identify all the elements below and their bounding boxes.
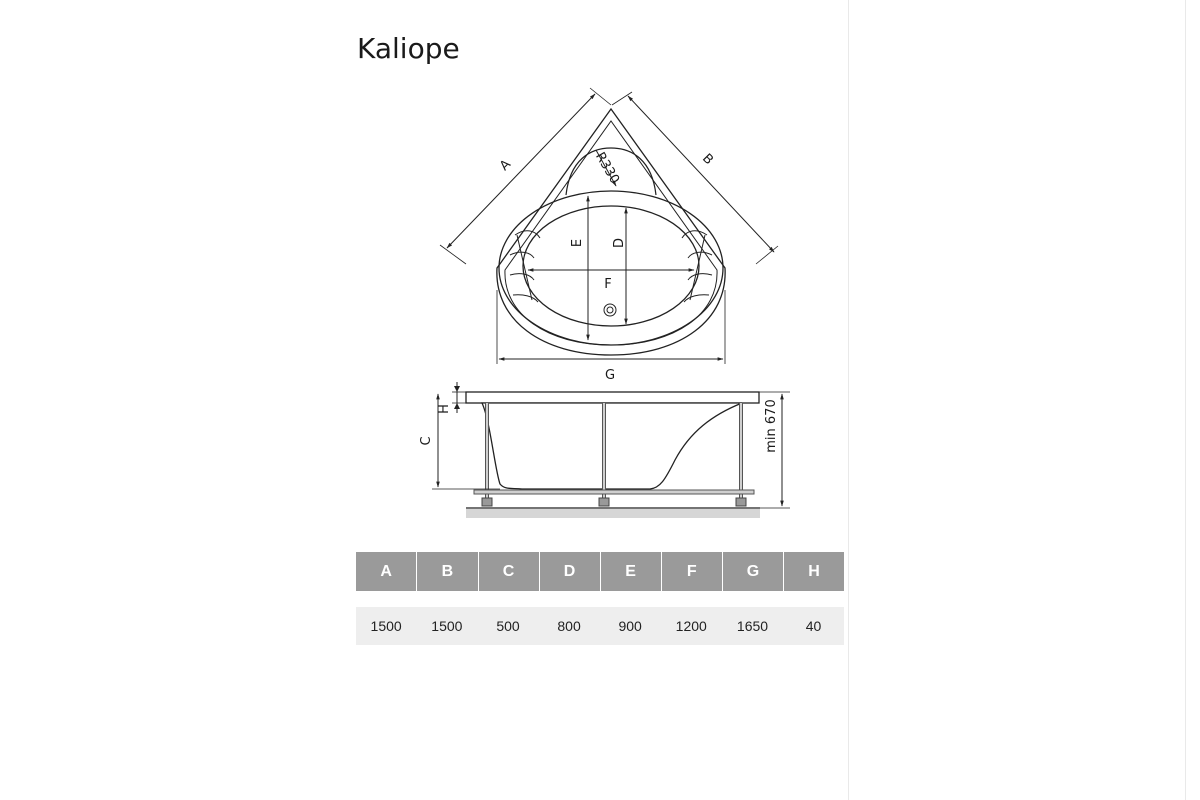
header-c: C: [477, 552, 539, 591]
table-gap-row: [356, 591, 844, 607]
floor-shade: [466, 509, 760, 518]
dimensions-table: A B C D E F G H 1500 1500 500 800 900 12…: [356, 552, 844, 645]
label-min-670: min 670: [764, 399, 779, 452]
foot-right: [735, 497, 747, 507]
header-h: H: [783, 552, 844, 591]
label-a: A: [497, 157, 514, 174]
bathing-well-inner: [522, 205, 700, 327]
dim-line-b: [627, 95, 775, 253]
value-e: 900: [599, 607, 661, 645]
header-b: B: [416, 552, 478, 591]
label-b: B: [699, 151, 716, 168]
value-a: 1500: [356, 607, 417, 645]
technical-drawing: A B R330 E D F G: [419, 87, 790, 518]
tub-outer-outline: [496, 107, 726, 356]
header-e: E: [599, 552, 661, 591]
header-g: G: [721, 552, 784, 591]
plan-view: [439, 87, 779, 364]
drain-inner: [606, 306, 614, 314]
side-view: [432, 382, 790, 518]
header-d: D: [538, 552, 600, 591]
foot-middle: [598, 497, 610, 507]
header-a: A: [356, 552, 417, 591]
label-h: H: [437, 404, 452, 414]
value-c: 500: [477, 607, 539, 645]
header-f: F: [660, 552, 722, 591]
label-d: D: [612, 238, 627, 248]
page-edge-line-right: [848, 0, 849, 800]
value-b: 1500: [416, 607, 478, 645]
label-e: E: [570, 239, 585, 247]
label-f: F: [604, 277, 611, 292]
product-title: Kaliope: [357, 32, 460, 65]
label-g: G: [605, 368, 615, 383]
dim-line-r: [595, 149, 617, 187]
value-h: 40: [783, 607, 844, 645]
page-edge-line-far-right: [1185, 0, 1186, 800]
label-c: C: [419, 436, 434, 445]
bathing-well-outer: [498, 190, 724, 346]
value-g: 1650: [721, 607, 784, 645]
rim-slab: [465, 391, 760, 404]
drain-outer: [603, 303, 617, 317]
value-f: 1200: [660, 607, 722, 645]
table-header-row: A B C D E F G H: [356, 552, 844, 591]
bath-body-profile: [480, 402, 743, 490]
label-r330: R330: [592, 150, 622, 187]
table-row: 1500 1500 500 800 900 1200 1650 40: [356, 607, 844, 645]
foot-left: [481, 497, 493, 507]
value-d: 800: [538, 607, 600, 645]
frame-crossbar: [473, 489, 755, 495]
dim-line-a: [446, 93, 596, 249]
